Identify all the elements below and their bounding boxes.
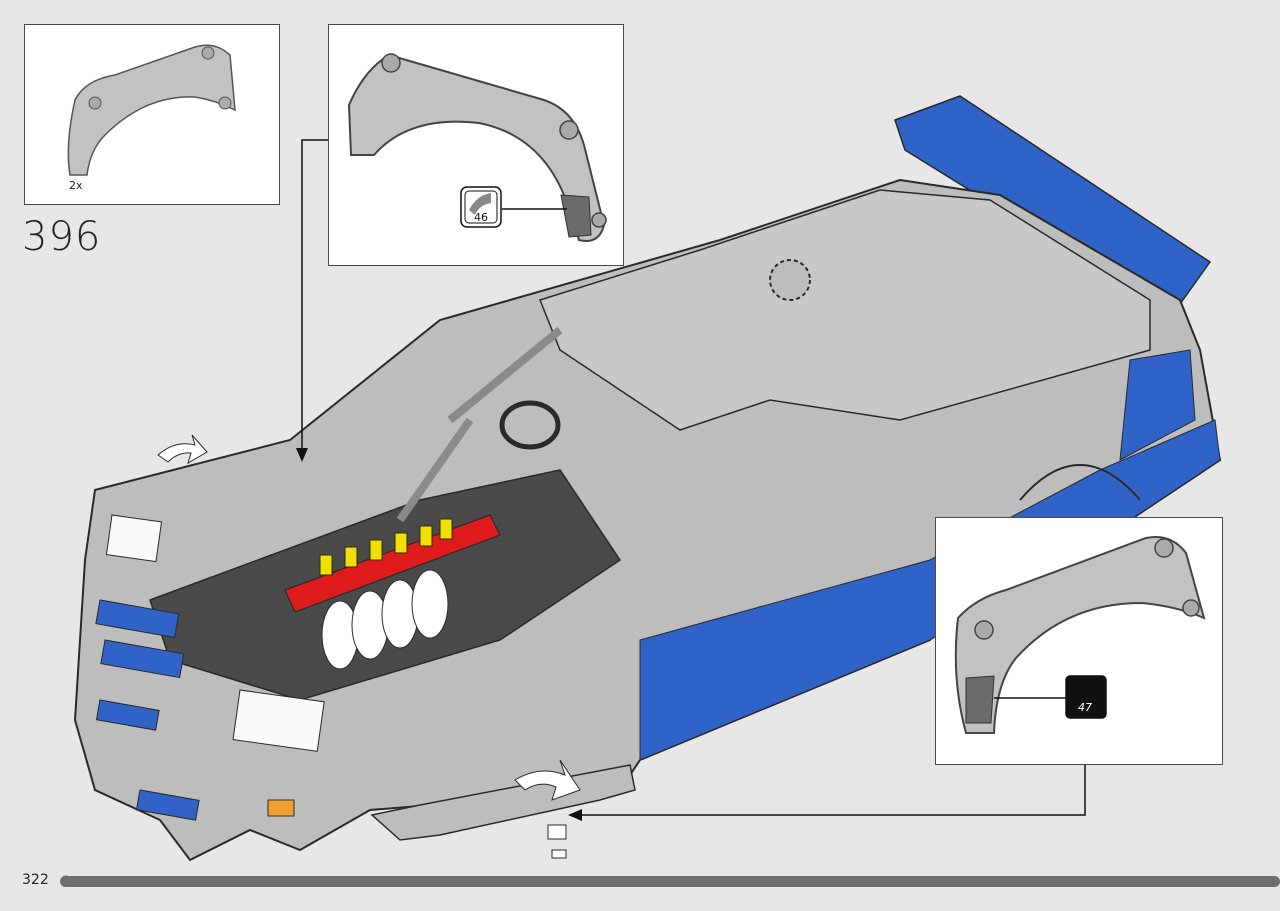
part-quantity: 2x <box>69 179 83 192</box>
step-number: 396 <box>22 214 102 260</box>
fender-sticker-view-right <box>954 536 1206 734</box>
page-progress-bar <box>60 876 1280 887</box>
sticker-number-top: 46 <box>474 211 488 224</box>
sticker-callout-top: 46 <box>328 24 624 266</box>
page-number: 322 <box>22 872 49 888</box>
callout-leader-top <box>296 139 328 462</box>
sticker-callout-right: 47 <box>935 517 1223 765</box>
rotation-arrow-front <box>514 759 581 859</box>
callout-leader-right <box>568 765 1086 821</box>
fender-part-icon <box>67 44 236 176</box>
sticker-number-right: 47 <box>1078 701 1092 714</box>
rotation-arrow-rear <box>157 434 208 465</box>
car-body <box>73 178 1222 862</box>
parts-list-box: 2x <box>24 24 280 205</box>
fender-sticker-view-top <box>347 53 607 242</box>
